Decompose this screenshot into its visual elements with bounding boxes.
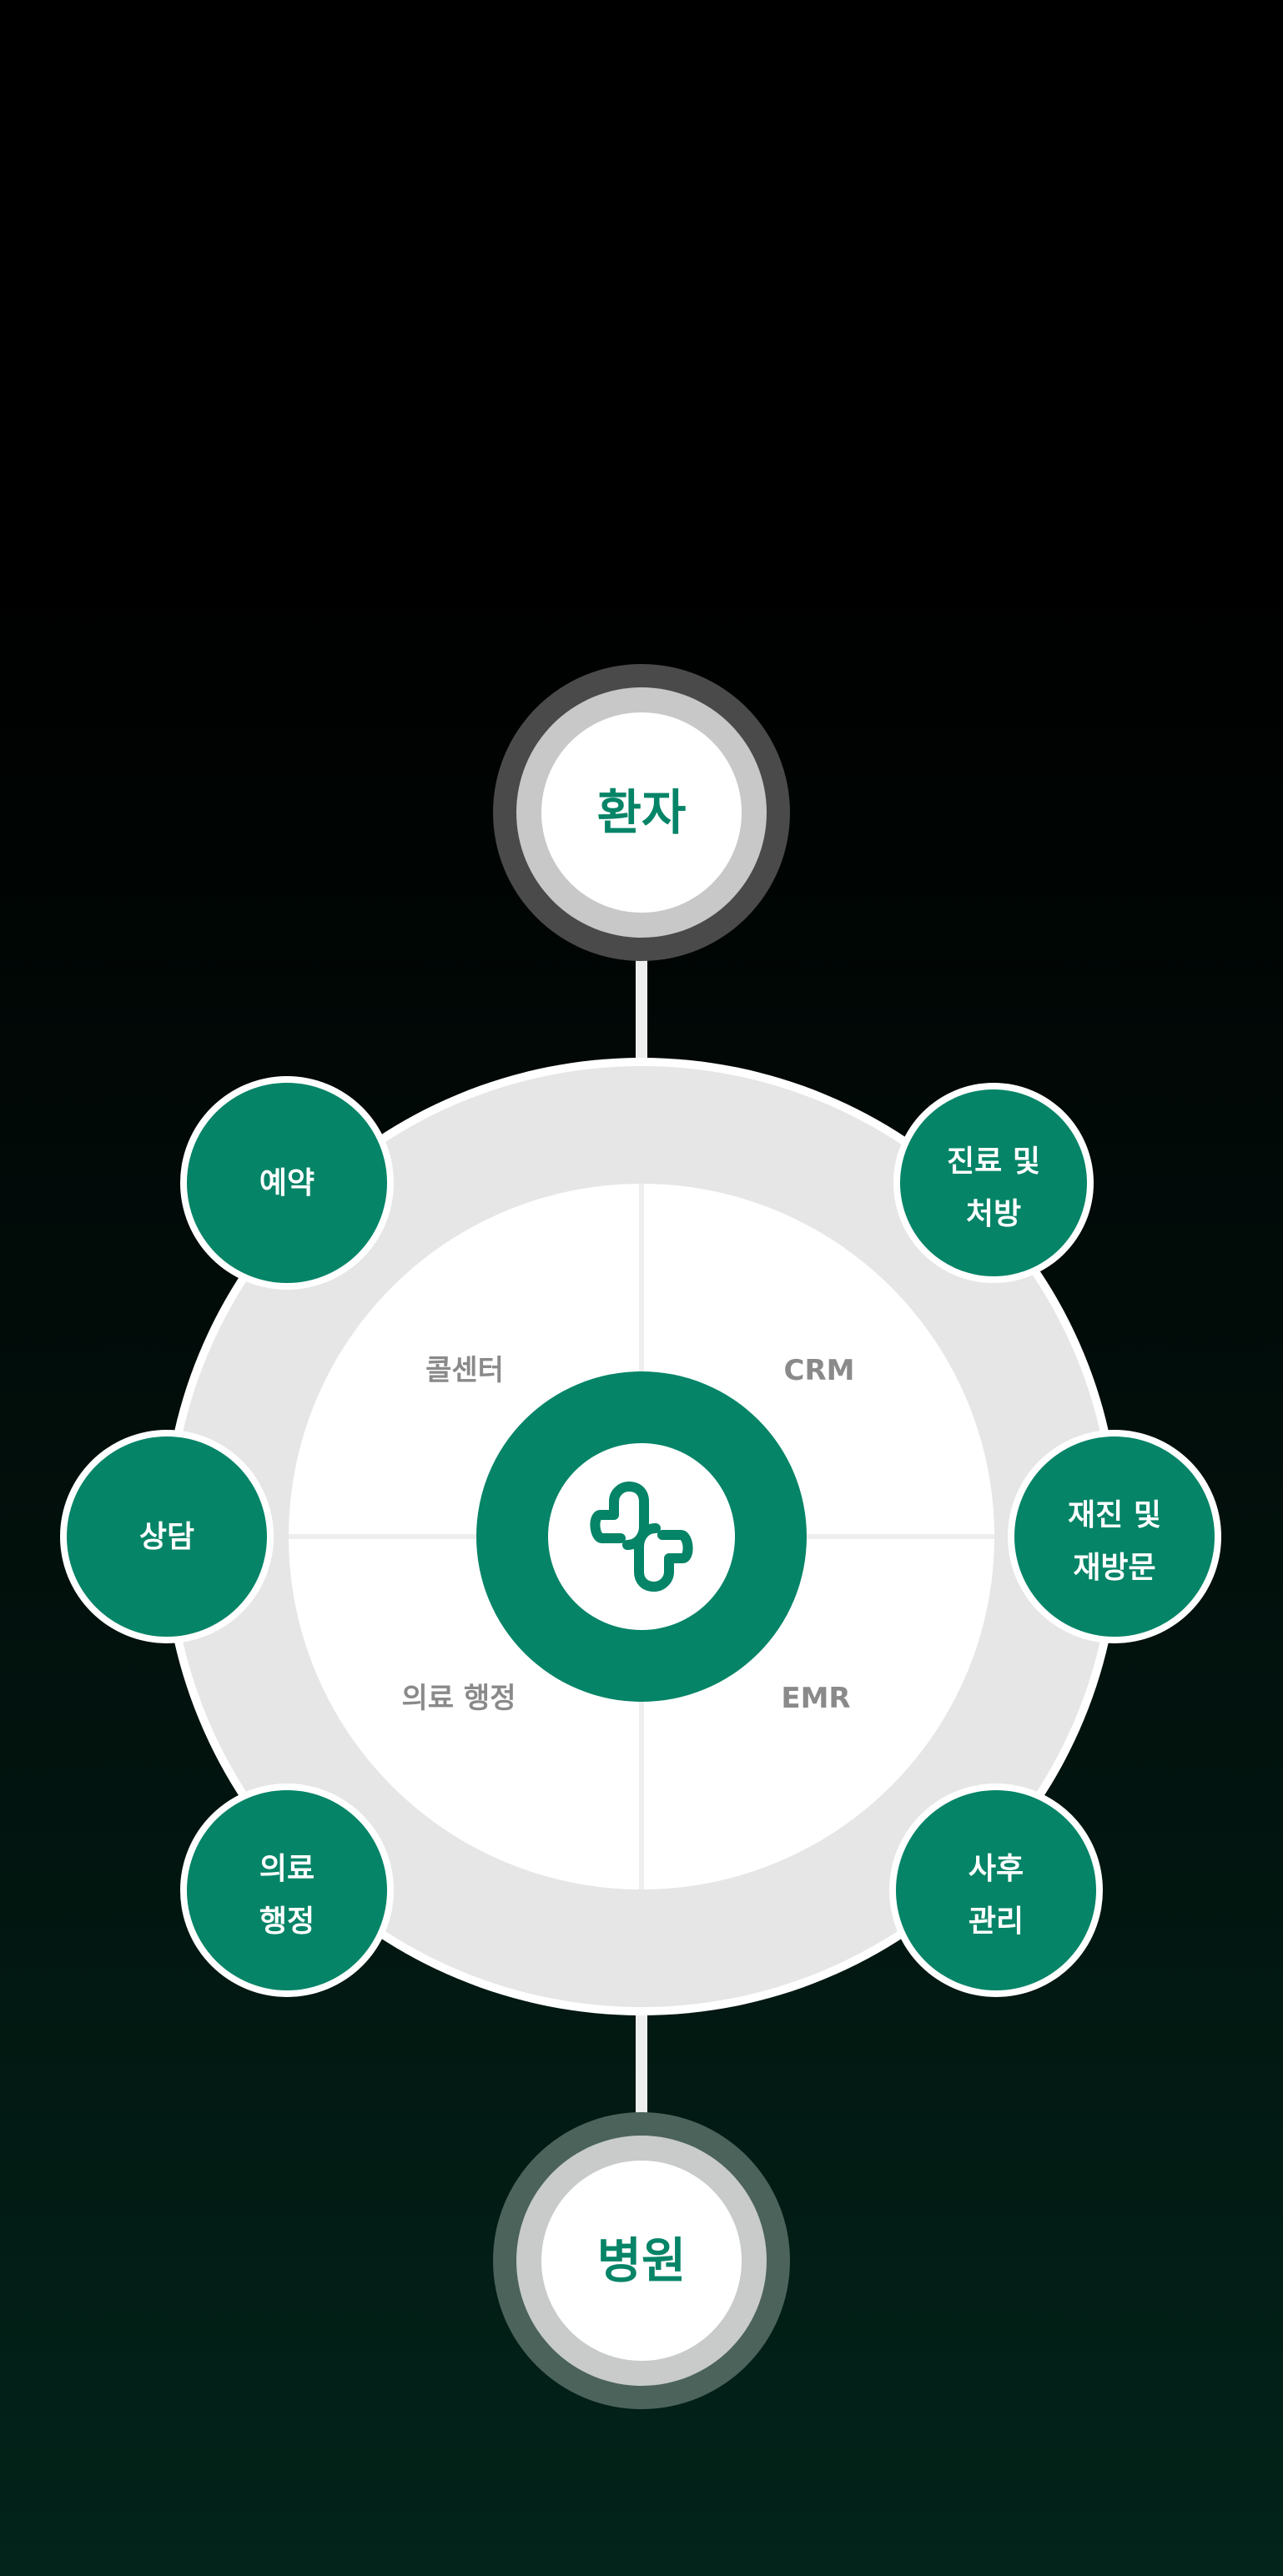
bubble-medical-admin-line1: 의료 bbox=[259, 1852, 314, 1886]
bubble-revisit-line2: 재방문 bbox=[1073, 1551, 1155, 1585]
bubble-treatment-prescription: 진료 및 처방 bbox=[893, 1083, 1094, 1283]
bubble-medical-admin-line2: 행정 bbox=[259, 1904, 314, 1939]
sector-label-call-center: 콜센터 bbox=[425, 1354, 504, 1387]
bubble-aftercare-line1: 사후 bbox=[969, 1852, 1024, 1886]
patient-label: 환자 bbox=[597, 784, 687, 841]
bubble-aftercare-line2: 관리 bbox=[969, 1904, 1024, 1939]
bubble-consultation: 상담 bbox=[60, 1430, 274, 1643]
bubble-reservation: 예약 bbox=[180, 1076, 394, 1290]
hospital-label: 병원 bbox=[597, 2232, 687, 2289]
bubble-medical-administration: 의료 행정 bbox=[180, 1784, 394, 1997]
center-hub bbox=[476, 1371, 807, 1702]
bubble-treatment-line1: 진료 및 bbox=[947, 1145, 1040, 1179]
bubble-reservation-line1: 예약 bbox=[259, 1166, 314, 1200]
sector-label-crm: CRM bbox=[784, 1354, 855, 1387]
sector-label-emr: EMR bbox=[781, 1682, 850, 1715]
bubble-consultation-line1: 상담 bbox=[139, 1520, 194, 1554]
bubble-aftercare: 사후 관리 bbox=[889, 1784, 1103, 1997]
bubble-treatment-line2: 처방 bbox=[966, 1197, 1021, 1231]
hospital-cross-logo-icon bbox=[590, 1482, 693, 1592]
bubble-revisit-line1: 재진 및 bbox=[1068, 1498, 1161, 1532]
hospital-node: 병원 bbox=[493, 2112, 790, 2409]
sector-label-medical-admin: 의료 행정 bbox=[402, 1682, 516, 1715]
bubble-revisit: 재진 및 재방문 bbox=[1008, 1430, 1221, 1643]
patient-node: 환자 bbox=[493, 664, 790, 961]
